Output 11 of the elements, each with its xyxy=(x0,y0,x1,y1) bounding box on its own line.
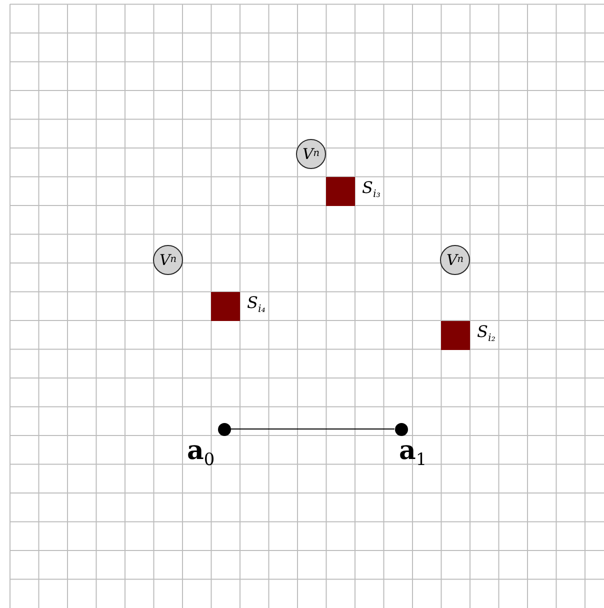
point-dot xyxy=(218,422,230,436)
point-label: a$_{0}$ xyxy=(187,438,215,468)
square-label: S$_{i₄}$ xyxy=(247,295,266,315)
point-dot xyxy=(394,422,408,436)
square-marker xyxy=(211,292,240,321)
point-label: a$_{1}$ xyxy=(399,438,427,468)
square-label: S$_{i₂}$ xyxy=(477,324,496,344)
square-marker xyxy=(326,177,355,206)
square-label: S$_{i₃}$ xyxy=(362,180,380,200)
square-marker xyxy=(441,321,470,350)
connector-line xyxy=(230,428,395,430)
